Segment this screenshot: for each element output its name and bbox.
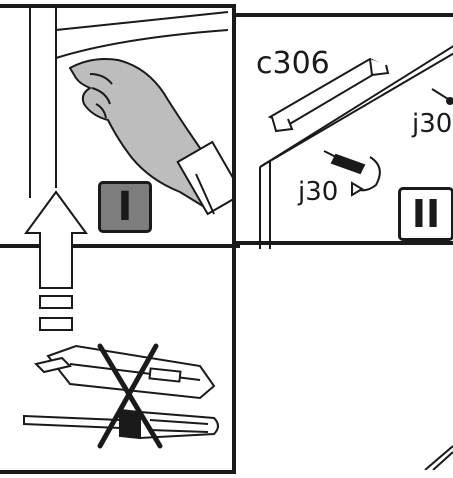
panel-step-2: c306 j30 j30 II	[232, 13, 453, 249]
prohibited-cross-icon	[97, 343, 163, 449]
door-panel	[259, 45, 453, 249]
rotate-arrow-icon	[351, 156, 381, 197]
box-edge-lines	[29, 8, 229, 198]
step-badge-1-label: I	[117, 184, 133, 230]
part-label-screw-left: j30	[298, 177, 339, 207]
panel-left-drawing	[0, 8, 240, 449]
part-label-handle: c306	[256, 46, 330, 81]
screw-icon	[323, 150, 366, 175]
box-cutter-icon	[34, 344, 216, 400]
panel-left-column: I	[0, 4, 240, 474]
handle-icon	[267, 57, 390, 133]
lift-arrow-icon	[24, 190, 88, 331]
part-label-screw-right: j30	[412, 109, 453, 139]
screwdriver-icon	[23, 408, 219, 440]
panel-step-2-drawing	[259, 45, 453, 249]
step-badge-1: I	[98, 181, 152, 233]
step-badge-2-label: II	[411, 192, 441, 236]
hand-glove-icon	[68, 58, 240, 216]
step-badge-2: II	[398, 187, 453, 241]
screw-icon	[431, 88, 453, 105]
